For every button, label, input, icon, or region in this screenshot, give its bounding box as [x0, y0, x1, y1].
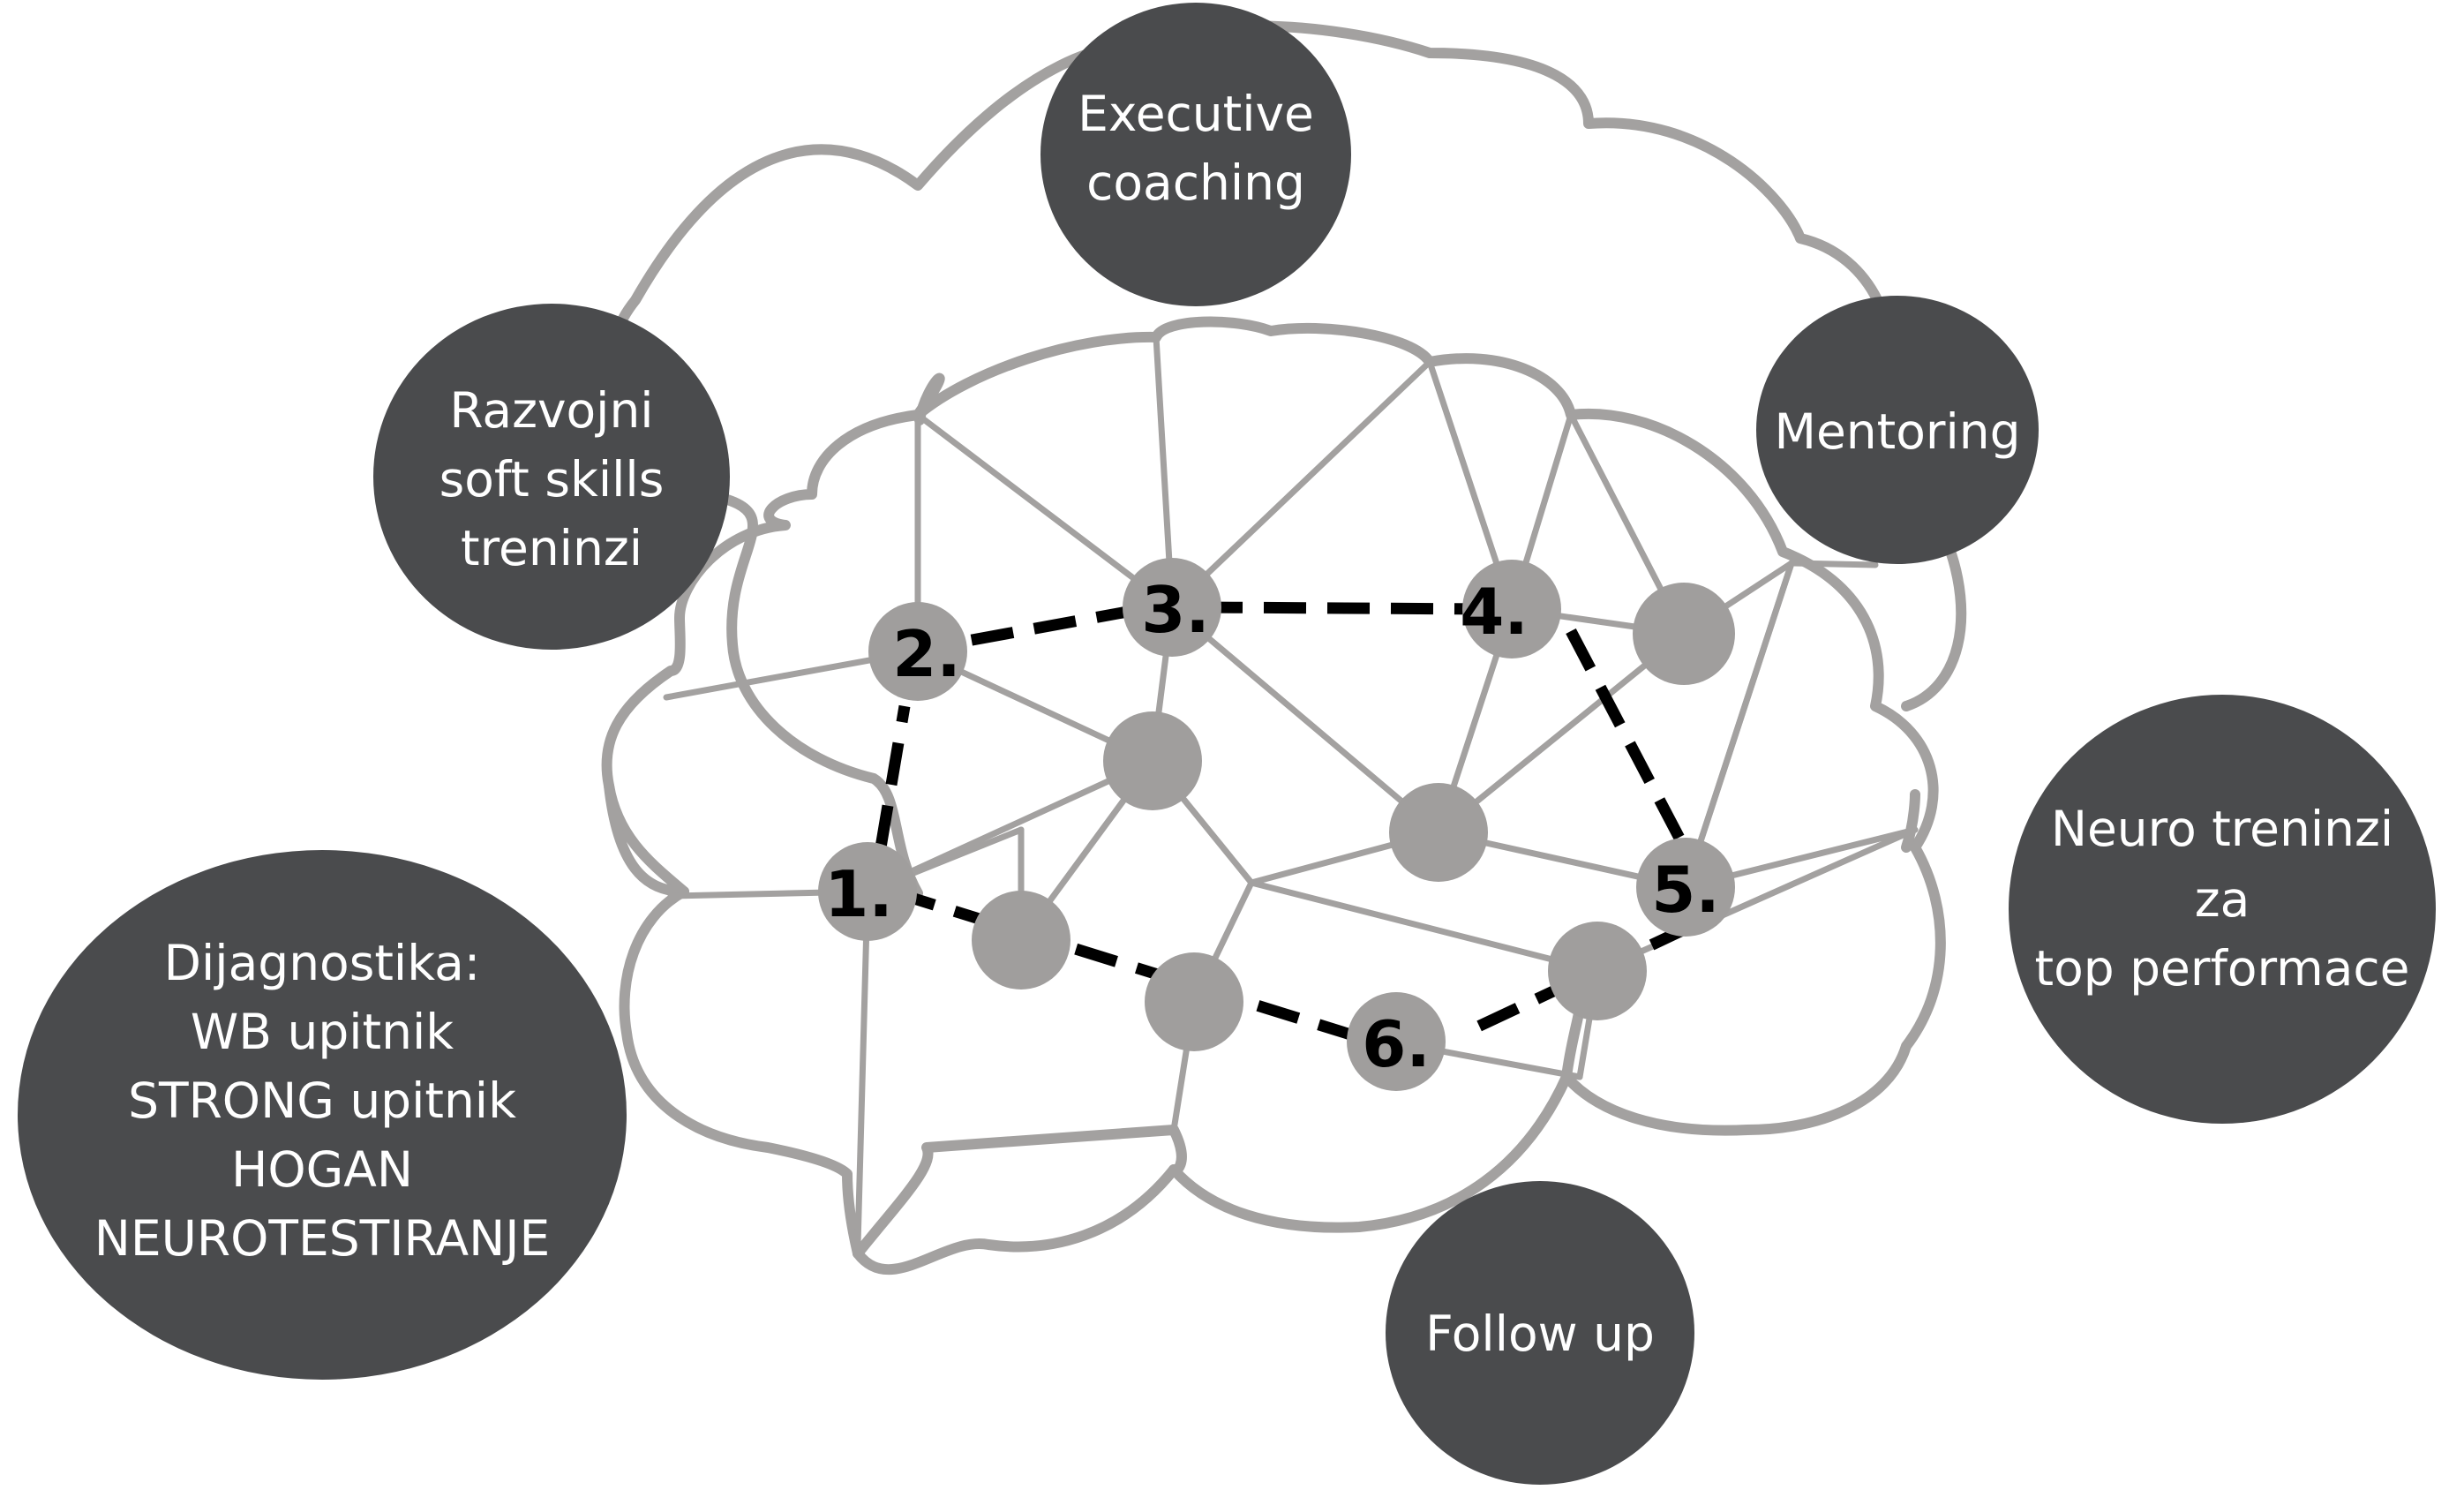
edge	[1168, 604, 1442, 836]
step-label-2: 2.	[892, 617, 960, 691]
path-segment-1-2	[875, 704, 911, 849]
razvojni-line-2: soft skills	[439, 451, 665, 508]
neuro-treninzi-line-1: Neuro treninzi	[2051, 801, 2393, 857]
step-label-3: 3.	[1141, 573, 1209, 647]
path-segment-6-1	[890, 885, 1361, 1043]
node-step-6	[1347, 992, 1446, 1091]
bubbles	[18, 3, 2436, 1485]
brain-top-contour	[853, 316, 1946, 1276]
bubble-executive-coaching	[1040, 3, 1351, 306]
follow-up-line-1: Follow up	[1425, 1306, 1655, 1362]
edge	[1788, 560, 1879, 568]
node-unlabeled	[1548, 922, 1647, 1020]
executive-coaching-line-1: Executive	[1078, 86, 1314, 142]
mentoring-line-1: Mentoring	[1774, 403, 2020, 460]
edge	[1682, 560, 1795, 891]
node-step-1	[818, 842, 917, 941]
dijagnostika-line-1: Dijagnostika:	[164, 935, 481, 991]
node-unlabeled	[972, 891, 1070, 990]
bubble-follow-up	[1386, 1181, 1694, 1485]
brain-inner-curve-2	[853, 1125, 1187, 1259]
edge	[1594, 826, 1919, 975]
node-step-3	[1123, 558, 1221, 657]
dijagnostika-line-5: NEUROTESTIRANJE	[94, 1210, 550, 1267]
bubble-neuro-treninzi	[2009, 695, 2436, 1124]
edge	[854, 888, 871, 1248]
node-step-2	[868, 602, 967, 701]
neuro-treninzi-line-3: top performace	[2035, 940, 2410, 997]
razvojni-line-1: Razvojni	[449, 382, 653, 439]
edge	[914, 411, 1176, 611]
bubble-mentoring	[1756, 296, 2039, 564]
neuro-treninzi-line-2: za	[2195, 871, 2250, 928]
bubble-razvojni	[373, 304, 730, 650]
node-unlabeled	[1389, 783, 1488, 882]
edge	[1435, 630, 1687, 836]
step-label-5: 5.	[1651, 853, 1719, 927]
brain-inner-curve-4	[1901, 789, 1920, 853]
node-step-5	[1636, 838, 1735, 937]
network-nodes	[818, 558, 1735, 1091]
dijagnostika-line-4: HOGAN	[231, 1141, 413, 1198]
path-segment-5-6	[1462, 922, 1693, 1038]
brain-inner-curve-3	[1561, 1001, 1585, 1082]
node-unlabeled	[1145, 952, 1243, 1051]
brain-outline-final	[601, 316, 1946, 1276]
step-labels: 1. 2. 3. 4. 5. 6.	[824, 573, 1719, 1081]
edge	[1248, 879, 1601, 975]
node-step-4	[1462, 560, 1561, 658]
executive-coaching-line-2: coaching	[1086, 154, 1305, 211]
bubble-dijagnostika	[18, 850, 627, 1380]
edge	[1168, 358, 1433, 611]
bubble-texts: Executive coaching Razvojni soft skills …	[94, 86, 2410, 1362]
dijagnostika-line-3: STRONG upitnik	[128, 1072, 516, 1129]
dijagnostika-line-2: WB upitnik	[191, 1004, 454, 1060]
step-label-6: 6.	[1362, 1007, 1430, 1081]
node-unlabeled	[1103, 711, 1202, 810]
brain-inner-curve-1	[604, 780, 689, 897]
step-label-4: 4.	[1460, 575, 1528, 649]
path-segment-4-5	[1566, 628, 1698, 867]
path-segment-3-4	[1199, 601, 1492, 615]
node-unlabeled	[1633, 583, 1735, 685]
step-label-1: 1.	[824, 857, 892, 931]
razvojni-line-3: treninzi	[461, 520, 642, 576]
